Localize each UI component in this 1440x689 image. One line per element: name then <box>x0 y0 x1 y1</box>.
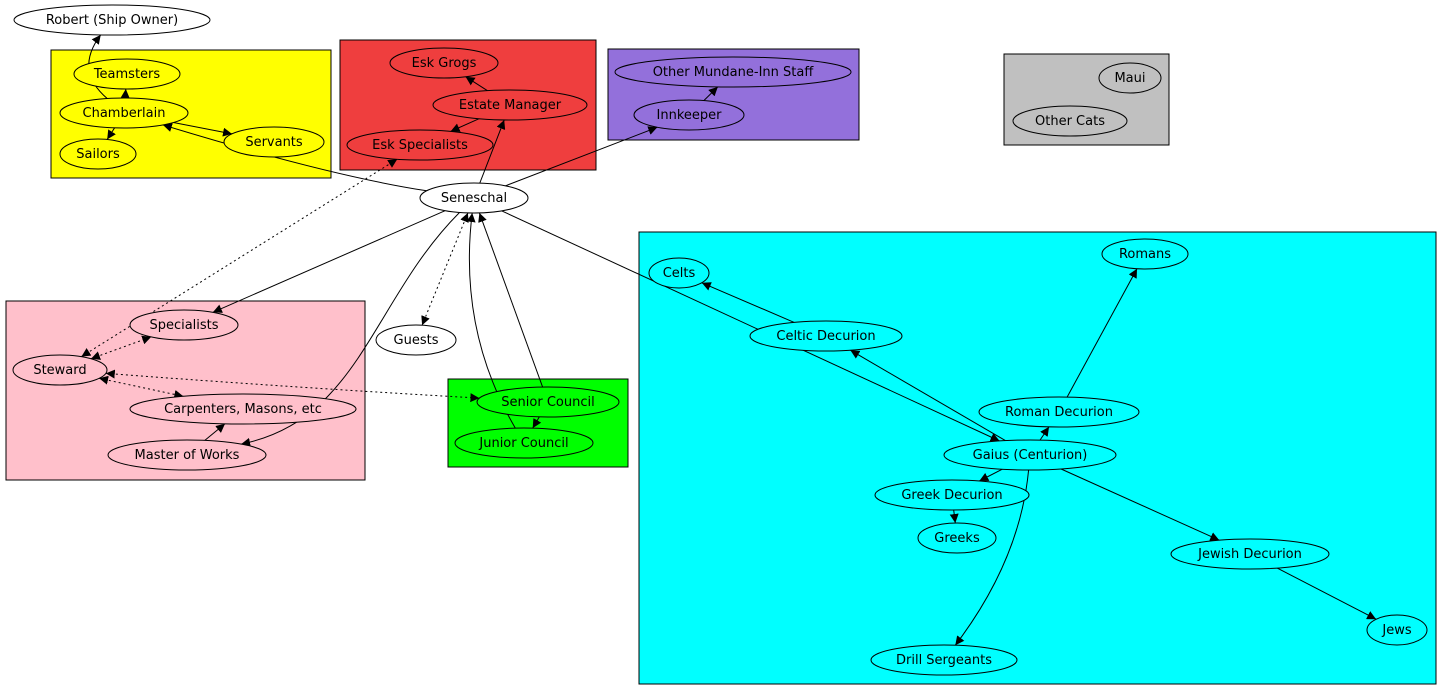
node-label: Servants <box>245 135 303 150</box>
node-label: Robert (Ship Owner) <box>46 13 178 28</box>
node-label: Master of Works <box>135 448 240 463</box>
node-label: Jews <box>1381 623 1411 638</box>
node-servants[interactable]: Servants <box>223 126 325 158</box>
node-jews[interactable]: Jews <box>1366 614 1428 646</box>
edge-senior-council-to-junior-council <box>532 416 542 429</box>
edge-steward-to-specialists <box>90 335 152 360</box>
node-roman-decurion[interactable]: Roman Decurion <box>978 396 1140 428</box>
node-label: Junior Council <box>478 436 568 451</box>
node-esk-grogs[interactable]: Esk Grogs <box>389 47 499 79</box>
node-label: Greeks <box>934 531 980 546</box>
edge-seneschal-to-gaius <box>501 210 1000 442</box>
node-label: Steward <box>33 363 86 378</box>
node-label: Seneschal <box>441 191 507 206</box>
node-maui[interactable]: Maui <box>1098 62 1162 94</box>
node-label: Celtic Decurion <box>776 329 875 344</box>
node-sailors[interactable]: Sailors <box>59 138 137 170</box>
node-label: Drill Sergeants <box>896 653 992 668</box>
node-label: Gaius (Centurion) <box>973 448 1088 463</box>
edge-innkeeper-to-inn-staff <box>703 86 719 101</box>
edge-gaius-to-roman-decurion <box>1039 426 1050 441</box>
node-innkeeper[interactable]: Innkeeper <box>633 99 745 131</box>
node-layer: Robert (Ship Owner) Teamsters Chamberlai… <box>12 4 1428 676</box>
node-celtic-decurion[interactable]: Celtic Decurion <box>749 320 903 352</box>
edge-chamberlain-to-servants <box>173 122 233 137</box>
node-steward[interactable]: Steward <box>12 354 108 386</box>
edge-steward-to-senior-council <box>105 369 480 403</box>
node-specialists[interactable]: Specialists <box>129 309 239 341</box>
node-teamsters[interactable]: Teamsters <box>73 58 181 90</box>
node-esk-specialists[interactable]: Esk Specialists <box>346 129 494 161</box>
node-senior-council[interactable]: Senior Council <box>476 386 620 418</box>
node-label: Chamberlain <box>83 106 166 121</box>
node-label: Guests <box>394 333 439 348</box>
edge-celtic-decurion-to-celts <box>701 282 795 323</box>
node-label: Esk Specialists <box>372 138 468 153</box>
node-greeks[interactable]: Greeks <box>917 522 997 554</box>
node-label: Senior Council <box>501 395 594 410</box>
edge-roman-decurion-to-romans <box>1066 268 1138 398</box>
node-other-cats[interactable]: Other Cats <box>1012 105 1128 137</box>
edge-gaius-to-jewish-decurion <box>1060 468 1220 541</box>
node-robert-ship-owner[interactable]: Robert (Ship Owner) <box>13 4 211 36</box>
node-label: Other Mundane-Inn Staff <box>653 65 815 80</box>
node-gaius-centurion[interactable]: Gaius (Centurion) <box>943 439 1117 471</box>
edge-estate-manager-to-esk-grogs <box>465 76 488 92</box>
node-guests[interactable]: Guests <box>375 324 457 356</box>
node-label: Esk Grogs <box>412 56 477 71</box>
node-label: Carpenters, Masons, etc <box>164 402 322 417</box>
node-estate-manager[interactable]: Estate Manager <box>432 89 588 121</box>
node-greek-decurion[interactable]: Greek Decurion <box>874 479 1030 511</box>
node-junior-council[interactable]: Junior Council <box>454 427 594 459</box>
edge-seneschal-to-guests <box>421 212 469 326</box>
node-label: Innkeeper <box>657 108 723 123</box>
node-label: Jewish Decurion <box>1197 547 1302 562</box>
edge-seneschal-to-estate-manager <box>479 119 506 184</box>
node-label: Sailors <box>76 147 120 162</box>
edge-greek-decurion-to-greeks <box>949 509 959 524</box>
node-label: Romans <box>1119 247 1171 262</box>
edge-estate-manager-to-esk-specialists <box>450 118 480 132</box>
node-label: Specialists <box>149 318 218 333</box>
node-drill-sergeants[interactable]: Drill Sergeants <box>870 644 1018 676</box>
node-romans[interactable]: Romans <box>1101 238 1189 270</box>
edge-seneschal-to-innkeeper <box>505 126 658 187</box>
edge-gaius-to-greek-decurion <box>979 468 1003 482</box>
node-label: Other Cats <box>1035 114 1105 129</box>
edge-master-works-to-carpenters <box>204 423 226 441</box>
node-label: Estate Manager <box>459 98 562 113</box>
node-carpenters-masons[interactable]: Carpenters, Masons, etc <box>129 393 357 425</box>
edge-senior-council-to-seneschal <box>478 212 544 388</box>
node-celts[interactable]: Celts <box>648 257 710 289</box>
node-seneschal[interactable]: Seneschal <box>419 182 529 214</box>
node-master-of-works[interactable]: Master of Works <box>107 439 267 471</box>
node-other-mundane-inn-staff[interactable]: Other Mundane-Inn Staff <box>614 56 852 88</box>
node-label: Maui <box>1114 71 1145 86</box>
node-label: Roman Decurion <box>1005 405 1113 420</box>
edge-chamberlain-to-teamsters <box>120 88 130 99</box>
node-label: Greek Decurion <box>901 488 1002 503</box>
node-label: Teamsters <box>93 67 161 82</box>
edge-chamberlain-to-sailors <box>106 127 116 140</box>
node-jewish-decurion[interactable]: Jewish Decurion <box>1170 538 1330 570</box>
edge-layer <box>81 34 1377 646</box>
edge-steward-to-esk-specialists <box>81 158 398 358</box>
node-chamberlain[interactable]: Chamberlain <box>59 97 189 129</box>
cluster-layer <box>5 39 1437 685</box>
edge-seneschal-to-specialists <box>212 210 446 313</box>
node-label: Celts <box>663 266 696 281</box>
edge-gaius-to-celtic-decurion <box>850 349 1006 442</box>
edge-jewish-decurion-to-jews <box>1276 567 1377 620</box>
